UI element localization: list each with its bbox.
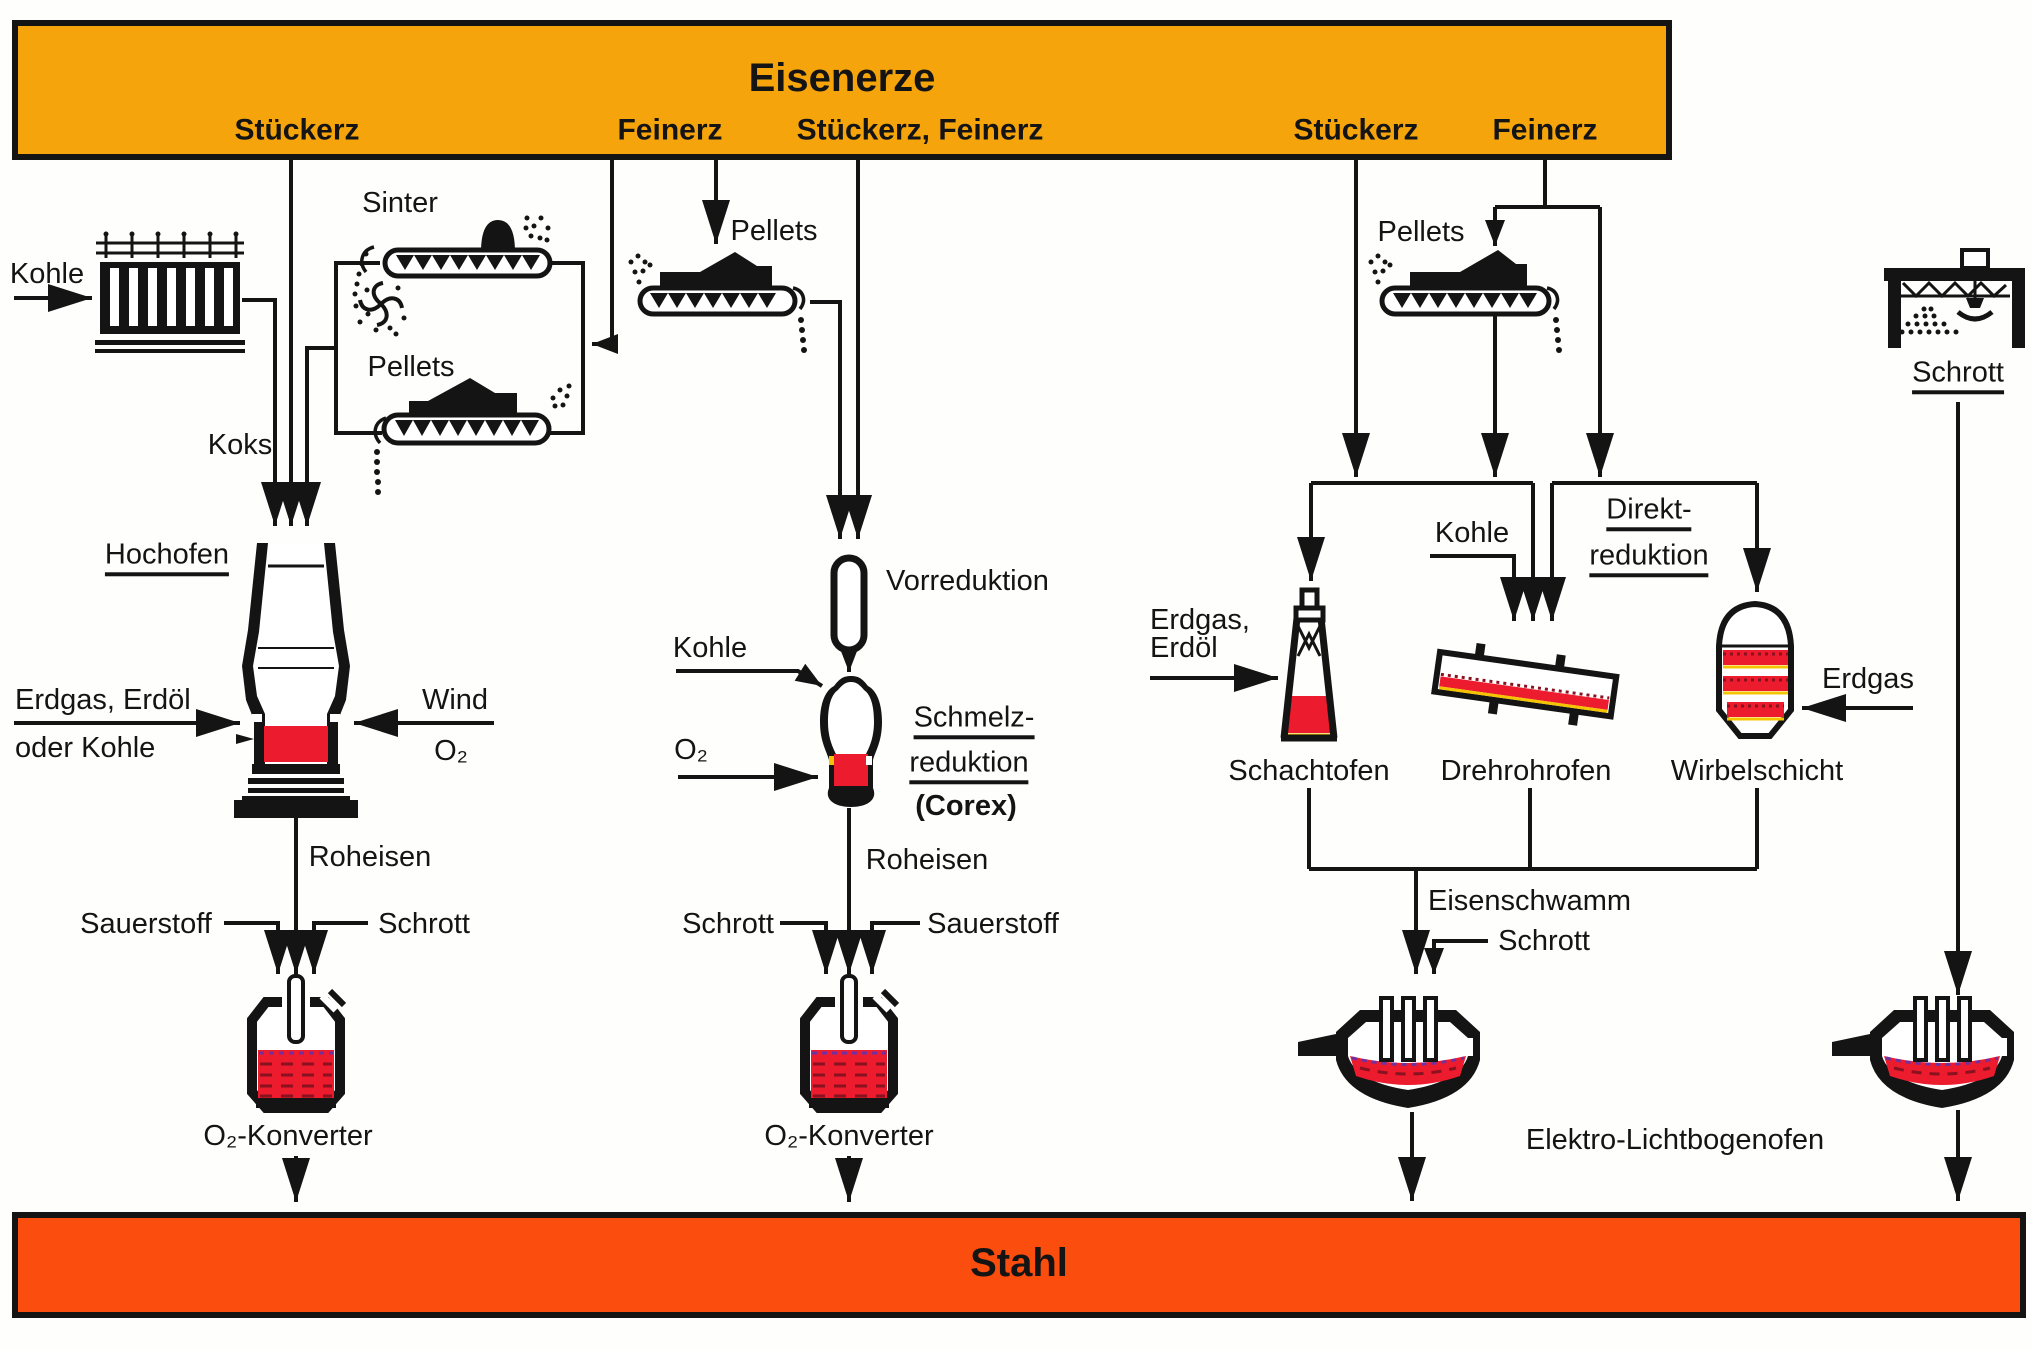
scrap-crane-icon	[1884, 248, 2025, 348]
crusher-icon	[358, 281, 404, 327]
label-schrott-crane: Schrott	[1912, 357, 2004, 395]
label-drehrohrofen: Drehrohrofen	[1440, 754, 1612, 787]
label-sinter: Sinter	[362, 186, 438, 219]
steel-banner	[12, 1212, 2026, 1318]
label-koks: Koks	[207, 428, 273, 461]
pellet-belt-right-discharge-dots	[1553, 317, 1562, 353]
label-roheisen-left: Roheisen	[308, 840, 432, 873]
scrap-pile-dots	[1899, 306, 1959, 335]
flow-lines	[14, 160, 1972, 1202]
elektro-lichtbogenofen-icon	[1298, 996, 1480, 1108]
label-schrott-mid: Schrott	[682, 907, 774, 940]
line-pelletbelt-to-vorreduktion	[810, 300, 854, 539]
label-schrott-left: Schrott	[378, 907, 470, 940]
label-konverter-left: O₂-Konverter	[203, 1119, 373, 1152]
label-reduktion-right: reduktion	[1589, 540, 1709, 578]
label-kohle-right: Kohle	[1434, 516, 1510, 549]
label-erdgas-right: Erdgas	[1822, 662, 1914, 695]
label-pellets-mid: Pellets	[730, 214, 818, 247]
label-direkt: Direkt-	[1606, 494, 1692, 532]
drehrohrofen-icon	[1431, 643, 1620, 726]
melt-texture	[260, 1062, 332, 1098]
label-reduktion-mid: reduktion	[909, 747, 1029, 785]
label-vorreduktion: Vorreduktion	[886, 564, 1049, 597]
line-sinterloop-to-hochofen	[293, 346, 336, 526]
fluidized-bed-bands	[1723, 650, 1788, 721]
label-schmelz: Schmelz-	[913, 702, 1035, 740]
oxygen-lance	[287, 974, 305, 1044]
label-oder-kohle: oder Kohle	[15, 731, 156, 764]
line-schrott-mid	[780, 921, 840, 974]
label-sauerstoff-left: Sauerstoff	[80, 907, 212, 940]
ore-label-stueckerz-1: Stückerz	[234, 113, 360, 147]
hochofen-icon	[234, 543, 358, 818]
ore-banner-title: Eisenerze	[748, 56, 936, 100]
coke-oven-battery-icon	[95, 231, 245, 353]
o2-konverter-middle-icon	[800, 974, 900, 1113]
pellet-belt-left-discharge-dots	[374, 449, 381, 495]
ore-label-feinerz-1: Feinerz	[617, 113, 723, 147]
ore-label-stueckerz-feinerz: Stückerz, Feinerz	[796, 113, 1044, 147]
o2-konverter-left-icon	[247, 974, 347, 1113]
vorreduktion-icon	[830, 554, 868, 654]
sinter-discharge-dots	[352, 251, 369, 297]
label-kohle-left: Kohle	[9, 257, 85, 290]
sinter-belt-icon	[352, 215, 553, 337]
line-feinerz-to-sinterloop	[592, 160, 618, 354]
line-kohle-to-drehrohrofen	[1430, 554, 1528, 621]
label-wirbelschicht: Wirbelschicht	[1670, 754, 1844, 787]
line-koks-to-hochofen	[242, 298, 289, 526]
pellet-belt-left-spray-dots	[550, 383, 572, 409]
label-schachtofen: Schachtofen	[1228, 754, 1390, 787]
sinter-spray-dots	[523, 215, 551, 243]
label-erdgas-erdoel: Erdgas, Erdöl	[15, 683, 191, 716]
label-elektro-lichtbogenofen: Elektro-Lichtbogenofen	[1525, 1123, 1825, 1156]
label-sauerstoff-mid: Sauerstoff	[927, 907, 1059, 940]
electrodes	[1379, 996, 1438, 1062]
label-pellets-right: Pellets	[1377, 215, 1465, 248]
label-erdgas-line2: Erdöl	[1150, 631, 1218, 664]
crusher-dots	[353, 285, 407, 337]
label-hochofen: Hochofen	[104, 539, 230, 577]
line-schrott-to-eaf1	[1424, 939, 1488, 974]
label-eisenschwamm: Eisenschwamm	[1428, 884, 1632, 917]
pellet-belt-middle-discharge-dots	[798, 317, 807, 353]
ore-label-feinerz-2: Feinerz	[1492, 113, 1598, 147]
label-konverter-mid: O₂-Konverter	[764, 1119, 934, 1152]
line-sauerstoff-mid	[858, 921, 920, 974]
pellet-belt-left-icon	[373, 378, 572, 495]
label-kohle-mid: Kohle	[672, 631, 748, 664]
elektro-lichtbogenofen-scrap-icon	[1832, 996, 2014, 1108]
pellet-belt-right-feed-dots	[1368, 253, 1393, 285]
label-pellets-left: Pellets	[367, 350, 455, 383]
line-sauerstoff-left	[224, 921, 292, 974]
electrodes	[1913, 996, 1972, 1062]
label-erdgas-line1: Erdgas,	[1150, 603, 1250, 636]
label-schrott-eaf: Schrott	[1498, 924, 1590, 957]
ore-label-stueckerz-2: Stückerz	[1293, 113, 1419, 147]
pellet-belt-right-icon	[1368, 250, 1562, 353]
label-o2-mid: O₂	[674, 733, 708, 766]
wirbelschicht-icon	[1716, 600, 1794, 739]
line-schrott-left	[300, 921, 368, 974]
oxygen-lance	[840, 974, 858, 1044]
label-roheisen-mid: Roheisen	[865, 843, 989, 876]
melt-texture	[813, 1062, 885, 1098]
ore-banner	[12, 20, 1672, 160]
corex-melter-icon	[820, 676, 882, 807]
line-loop-bracket-right	[550, 261, 585, 435]
label-corex: (Corex)	[915, 789, 1017, 822]
line-loop-bracket-left	[334, 261, 382, 435]
line-kohle-into-corex	[676, 663, 824, 688]
pellet-belt-middle-feed-dots	[628, 253, 653, 285]
label-wind: Wind	[421, 683, 489, 716]
schachtofen-icon	[1280, 587, 1338, 742]
pellet-belt-middle-icon	[628, 252, 807, 353]
steel-banner-title: Stahl	[970, 1241, 1068, 1285]
label-wind-o2: O₂	[434, 734, 468, 767]
